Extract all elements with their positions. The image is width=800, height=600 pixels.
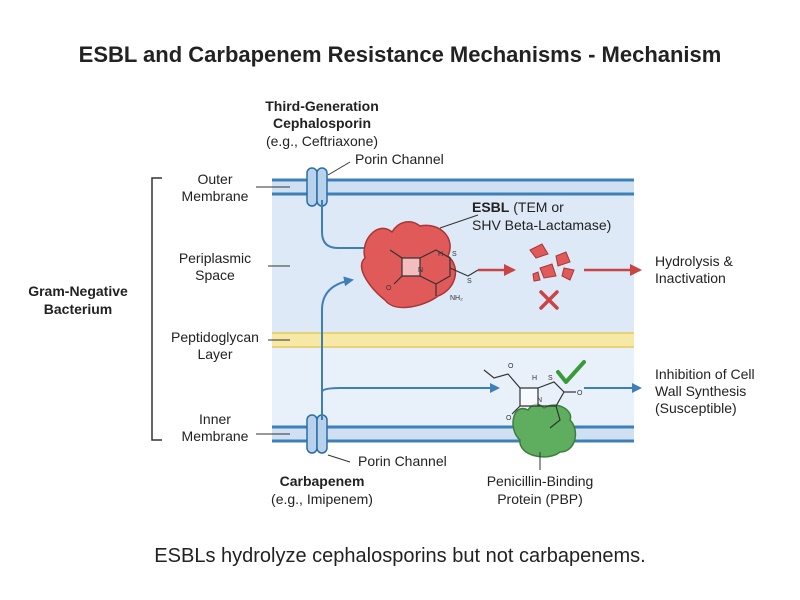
inner-membrane-label-2: Membrane (182, 428, 249, 444)
third-gen-example: (e.g., Ceftriaxone) (266, 133, 378, 149)
gram-negative-label-2: Bacterium (44, 301, 112, 317)
cephalosporin-entry-arrow (321, 200, 378, 253)
esbl-label-2: SHV Beta-Lactamase) (472, 217, 611, 233)
porin-channel-top (306, 167, 328, 207)
periplasmic-label-1: Periplasmic (179, 250, 251, 266)
check-icon (556, 360, 586, 384)
porin-top-leader (327, 161, 351, 176)
esbl-label-bold: ESBL (472, 199, 510, 215)
porin-bottom-leader (327, 454, 351, 463)
carbapenem-to-esbl-arrow (321, 276, 354, 420)
esbl-label-rest: (TEM or (509, 199, 564, 215)
atom-o-esbl: O (386, 285, 392, 292)
pbp-label-2: Protein (PBP) (497, 491, 583, 507)
page-title: ESBL and Carbapenem Resistance Mechanism… (79, 42, 722, 67)
inhibition-label-1: Inhibition of Cell (655, 366, 755, 382)
peptidoglycan-layer (272, 332, 634, 348)
third-gen-label-1: Third-Generation (265, 98, 379, 114)
atom-o3-carb: O (577, 390, 583, 397)
porin-channel-bottom (306, 414, 328, 454)
atom-o-carb: O (508, 363, 514, 370)
carbapenem-example: (e.g., Imipenem) (271, 491, 373, 507)
peptidoglycan-label-2: Layer (197, 346, 232, 362)
hydrolyzed-fragments (529, 243, 575, 282)
atom-n-esbl: N (418, 267, 423, 274)
inhibition-label-2: Wall Synthesis (655, 383, 746, 399)
third-gen-label-2: Cephalosporin (273, 115, 371, 131)
cross-icon (539, 290, 559, 310)
atom-s-esbl: S (452, 251, 457, 258)
outer-membrane (272, 178, 634, 196)
hydrolysis-label-1: Hydrolysis & (655, 253, 733, 269)
atom-o2-carb: O (506, 415, 512, 422)
gram-negative-label-1: Gram-Negative (28, 283, 128, 299)
cephalosporin-molecule (389, 249, 479, 296)
inhibition-label-3: (Susceptible) (655, 400, 737, 416)
esbl-label-1: ESBL (TEM or (472, 199, 564, 215)
periplasmic-label-2: Space (195, 267, 235, 283)
nh2-label: NH₂ (450, 295, 463, 302)
outer-membrane-label-2: Membrane (182, 188, 249, 204)
pbp-enzyme (512, 403, 577, 458)
caption: ESBLs hydrolyze cephalosporins but not c… (154, 545, 645, 567)
atom-s2-esbl: S (467, 278, 472, 285)
pbp-label-1: Penicillin-Binding (487, 473, 594, 489)
porin-bottom-label: Porin Channel (358, 453, 447, 469)
carbapenem-label: Carbapenem (280, 473, 365, 489)
atom-s-carb: S (548, 375, 553, 382)
carbapenem-molecule (483, 369, 576, 429)
outer-membrane-label-1: Outer (197, 171, 232, 187)
atom-n-carb: N (537, 397, 542, 404)
atom-h-esbl: H (438, 251, 443, 258)
atom-h-carb: H (532, 375, 537, 382)
esbl-leader (439, 214, 479, 229)
bacterium-bracket (151, 177, 162, 441)
inner-membrane-label-1: Inner (199, 411, 231, 427)
porin-top-label: Porin Channel (355, 151, 444, 167)
hydrolysis-label-2: Inactivation (655, 270, 726, 286)
peptidoglycan-label-1: Peptidoglycan (171, 329, 259, 345)
carbapenem-to-pbp-arrow (321, 383, 500, 393)
